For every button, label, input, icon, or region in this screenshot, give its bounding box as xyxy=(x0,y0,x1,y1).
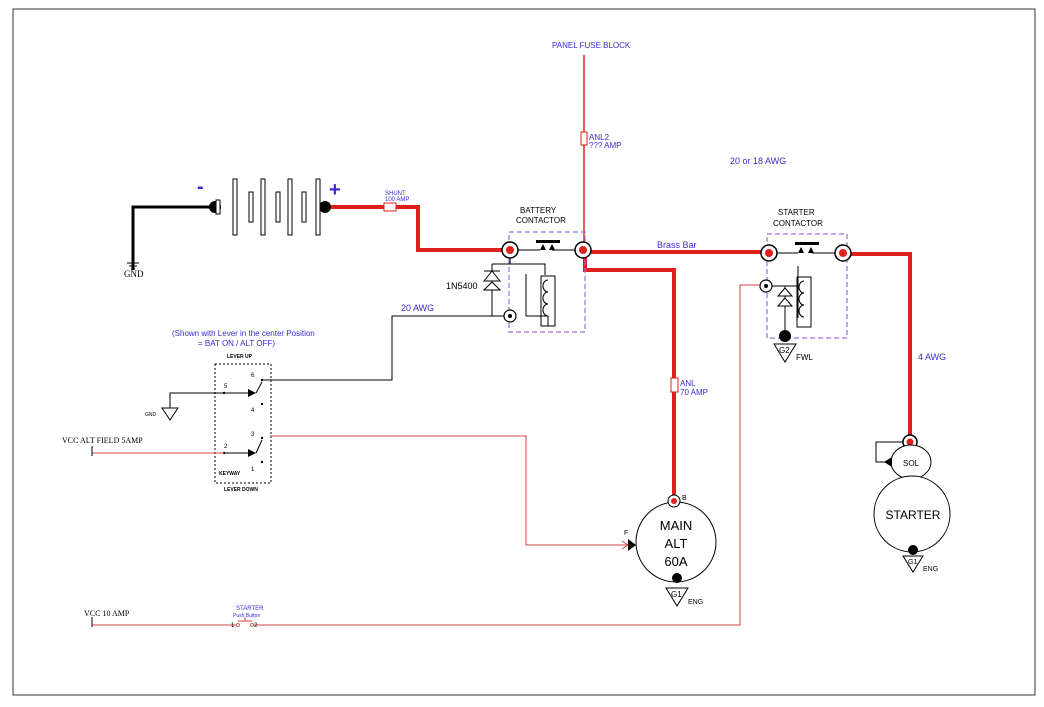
panel-fuse-block-label: PANEL FUSE BLOCK xyxy=(552,41,631,50)
keyway-label: KEYWAY xyxy=(219,471,241,477)
anl2-name: ANL2 xyxy=(589,133,610,142)
brass-bar-label: Brass Bar xyxy=(657,240,697,250)
battery-positive-label: + xyxy=(329,179,341,201)
lever-up-label: LEVER UP xyxy=(227,354,253,360)
shunt-amp: 100 AMP xyxy=(385,197,409,203)
pin-1: 1 xyxy=(251,467,255,473)
starter-motor: SOL STARTER G1 ENG xyxy=(873,434,951,573)
alt-field-output-wire xyxy=(270,435,628,546)
awg-4-label: 4 AWG xyxy=(918,352,946,362)
eng-alt-label: ENG xyxy=(688,599,703,606)
heavy-wires xyxy=(324,205,912,500)
push-button-label-1: STARTER xyxy=(236,606,264,612)
lever-note-1: (Shown with Lever in the center Position xyxy=(172,329,315,338)
gnd-label: GND xyxy=(124,269,144,279)
diode-label: 1N5400 xyxy=(446,281,478,291)
anl-fuse xyxy=(670,377,679,393)
push-button-pin-1: 1 xyxy=(231,623,235,629)
battery-contactor-title-2: CONTACTOR xyxy=(516,216,566,225)
bat-contactor-control-wire xyxy=(270,315,504,381)
main-alternator: B F MAIN ALT 60A G1 ENG xyxy=(624,494,717,607)
lever-down-label: LEVER DOWN xyxy=(224,487,258,493)
vcc-10-amp-label: VCC 10 AMP xyxy=(84,609,130,618)
awg-20-label: 20 AWG xyxy=(401,303,434,313)
push-button-label-2: Push Button xyxy=(233,613,260,619)
g1-starter-label: G1 xyxy=(908,559,917,566)
starter-contactor-title-1: STARTER xyxy=(778,208,815,217)
battery: - + GND xyxy=(124,176,341,279)
fwl-label: FWL xyxy=(796,353,813,362)
battery-negative-label: - xyxy=(197,176,204,198)
pin-3: 3 xyxy=(251,432,255,438)
master-switch: (Shown with Lever in the center Position… xyxy=(145,329,315,493)
pin-6: 6 xyxy=(251,373,255,379)
vcc-alt-field-label: VCC ALT FIELD 5AMP xyxy=(62,436,143,445)
push-button-pin-2: 2 xyxy=(254,623,258,629)
starter-push-button-circuit: VCC 10 AMP STARTER Push Button 1 2 xyxy=(84,284,760,629)
sol-label: SOL xyxy=(903,459,920,468)
starter-label: STARTER xyxy=(886,508,941,522)
starter-contactor: STARTER CONTACTOR G2 FWL xyxy=(759,208,852,363)
alt-line-2: ALT xyxy=(665,536,688,551)
alt-f-label: F xyxy=(624,530,628,537)
battery-contactor-title-1: BATTERY xyxy=(520,206,557,215)
anl-amp: 70 AMP xyxy=(680,388,708,397)
anl2-amp: ??? AMP xyxy=(589,141,621,150)
g2-label: G2 xyxy=(779,346,790,355)
starter-contactor-title-2: CONTACTOR xyxy=(773,219,823,228)
shunt: SHUNT 100 AMP xyxy=(383,191,409,212)
g1-alt-label: G1 xyxy=(671,590,682,599)
alt-b-label: B xyxy=(682,495,687,502)
alt-line-1: MAIN xyxy=(660,518,693,533)
pin-4: 4 xyxy=(251,408,255,414)
anl2-fuse xyxy=(580,131,588,146)
pin-5: 5 xyxy=(224,384,228,390)
anl-name: ANL xyxy=(680,379,696,388)
battery-contactor: BATTERY CONTACTOR 1N5400 xyxy=(446,206,592,333)
awg-20-18-label: 20 or 18 AWG xyxy=(730,156,786,166)
eng-starter-label: ENG xyxy=(923,566,938,573)
shunt-name: SHUNT xyxy=(385,191,406,197)
diagram-border xyxy=(12,8,1036,696)
switch-gnd-label: GND xyxy=(145,412,157,418)
lever-note-2: = BAT ON / ALT OFF) xyxy=(198,339,275,348)
pin-2: 2 xyxy=(224,444,228,450)
alt-line-3: 60A xyxy=(664,554,687,569)
